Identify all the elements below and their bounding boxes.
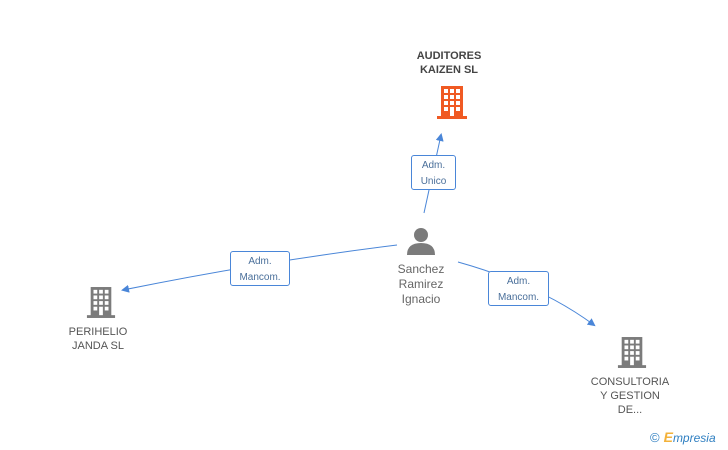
building-icon[interactable]: [436, 86, 468, 119]
perihelio-name-line1: PERIHELIO: [68, 326, 128, 338]
copyright-icon: ©: [650, 430, 660, 445]
edge-label-auditores-line2: Unico: [420, 176, 447, 187]
edge-label-auditores-line1: Adm.: [421, 160, 446, 171]
empresia-logo-initial: E: [663, 429, 673, 445]
consultoria-name-line2: Y GESTION: [600, 390, 660, 402]
person-name-line1: Sanchez: [397, 262, 445, 276]
edge-label-consultoria-line2: Mancom.: [497, 292, 540, 303]
empresia-logo-text: mpresia: [672, 431, 716, 445]
edge-label-consultoria-line1: Adm.: [506, 276, 531, 287]
perihelio-name-line2: JANDA SL: [72, 340, 124, 352]
edge-label-perihelio-line2: Mancom.: [239, 272, 281, 283]
consultoria-name-line3: DE...: [617, 404, 643, 416]
person-name-line3: Ignacio: [401, 292, 441, 306]
person-name-line2: Ramirez: [398, 277, 444, 291]
edge-label-perihelio[interactable]: Adm. Mancom.: [230, 251, 290, 286]
building-icon[interactable]: [86, 286, 116, 319]
person-icon[interactable]: [406, 227, 436, 255]
building-icon[interactable]: [617, 336, 647, 369]
edge-label-perihelio-line1: Adm.: [248, 256, 272, 267]
empresia-watermark: ©Empresia: [650, 429, 716, 445]
auditores-name-line2: KAIZEN SL: [419, 64, 479, 76]
consultoria-name-line1: CONSULTORIA: [590, 376, 670, 388]
auditores-name-line1: AUDITORES: [416, 50, 482, 62]
edge-label-consultoria[interactable]: Adm. Mancom.: [488, 271, 549, 306]
person-name[interactable]: Sanchez Ramirez Ignacio: [384, 262, 458, 307]
consultoria-name[interactable]: CONSULTORIA Y GESTION DE...: [588, 375, 672, 417]
perihelio-name[interactable]: PERIHELIO JANDA SL: [62, 325, 134, 353]
edge-label-auditores[interactable]: Adm. Unico: [411, 155, 456, 190]
auditores-name[interactable]: AUDITORES KAIZEN SL: [410, 49, 488, 77]
